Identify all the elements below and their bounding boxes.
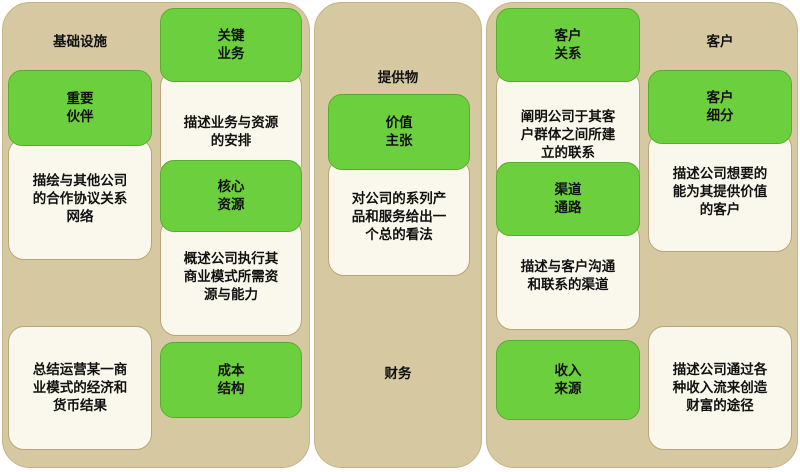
channels-title: 渠道 通路 (496, 162, 640, 236)
key-partners-title: 重要 伙伴 (8, 70, 152, 146)
customer-segments-title: 客户 细分 (648, 70, 792, 144)
offering-label: 提供物 (377, 70, 419, 85)
revenue-streams-title: 收入 来源 (496, 340, 640, 420)
customer-relationships-title: 客户 关系 (496, 8, 640, 82)
value-proposition-title: 价值 主张 (328, 94, 470, 170)
channels-desc: 描述与客户沟通 和联系的渠道 (496, 222, 640, 330)
key-partners-desc: 描绘与其他公司 的合作协议关系 网络 (8, 138, 152, 260)
cost-structure-title: 成本 结构 (160, 342, 302, 418)
value-proposition-desc: 对公司的系列产 品和服务给出一 个总的看法 (328, 158, 470, 276)
finance-label: 财务 (384, 366, 412, 381)
revenue-streams-desc: 描述公司通过各 种收入流来创造 财富的途径 (648, 326, 792, 450)
cost-structure-desc: 总结运营某一商 业模式的经济和 货币结果 (8, 326, 152, 450)
key-activities-title: 关键 业务 (160, 8, 302, 82)
infrastructure-label: 基础设施 (53, 34, 107, 49)
key-resources-desc: 概述公司执行其 商业模式所需资 源与能力 (160, 218, 302, 336)
key-resources-title: 核心 资源 (160, 160, 302, 232)
customer-label: 客户 (706, 34, 734, 49)
customer-segments-desc: 描述公司想要的 能为其提供价值 的客户 (648, 132, 792, 252)
